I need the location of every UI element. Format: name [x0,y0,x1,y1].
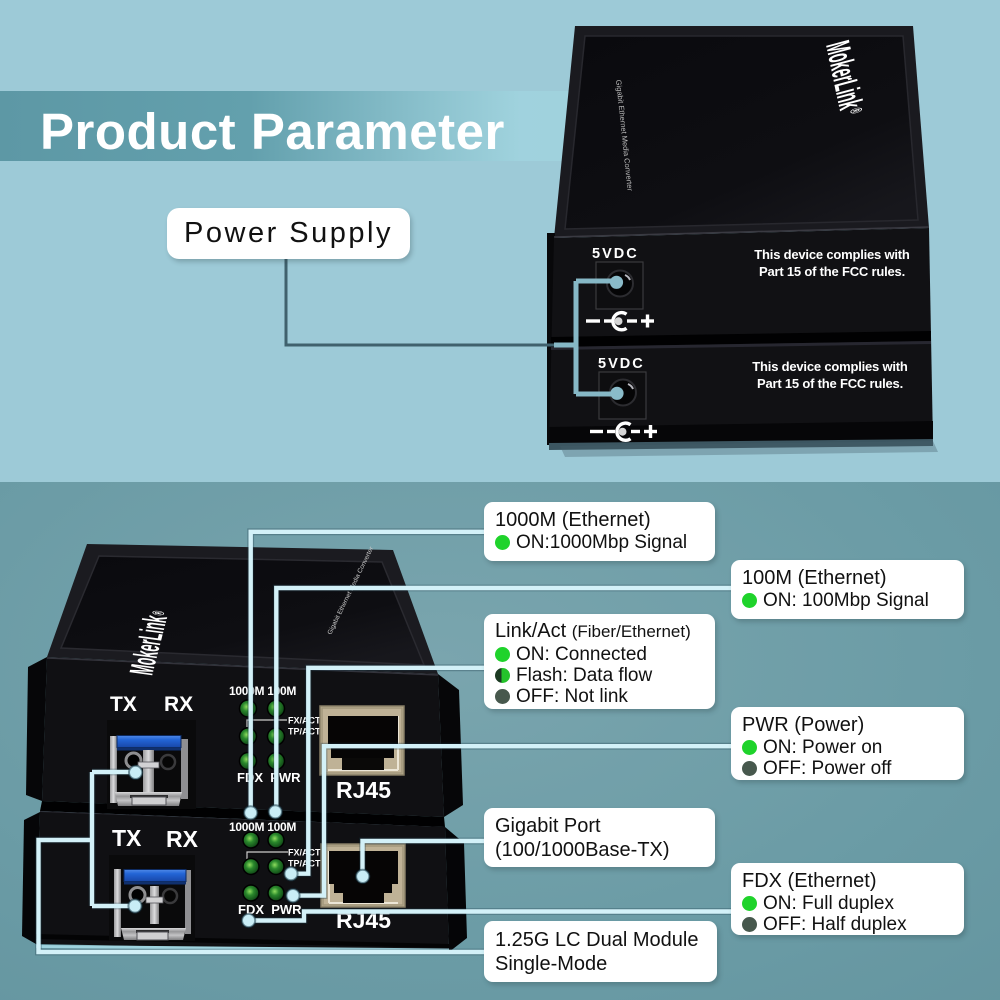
svg-text:5VDC: 5VDC [592,246,639,262]
svg-text:This device complies with: This device complies with [752,359,908,374]
svg-text:Part 15 of the FCC rules.: Part 15 of the FCC rules. [757,376,903,391]
svg-text:This device complies with: This device complies with [754,247,910,262]
svg-text:Part 15 of the FCC rules.: Part 15 of the FCC rules. [759,264,905,279]
svg-text:1000M 100M: 1000M 100M [229,684,296,698]
svg-text:FDX PWR: FDX PWR [238,902,302,917]
svg-text:FDX PWR: FDX PWR [237,770,301,785]
svg-text:RJ45: RJ45 [336,777,391,803]
svg-text:RX: RX [164,693,193,716]
svg-text:RX: RX [166,826,199,852]
svg-text:TP/ACT: TP/ACT [288,727,321,737]
svg-text:TX: TX [110,693,137,716]
svg-text:1000M 100M: 1000M 100M [229,820,296,834]
svg-text:TP/ACT: TP/ACT [288,859,321,869]
svg-text:FX/ACT: FX/ACT [288,848,321,858]
svg-text:FX/ACT: FX/ACT [288,716,321,726]
svg-text:5VDC: 5VDC [598,356,645,372]
svg-text:TX: TX [112,825,142,851]
